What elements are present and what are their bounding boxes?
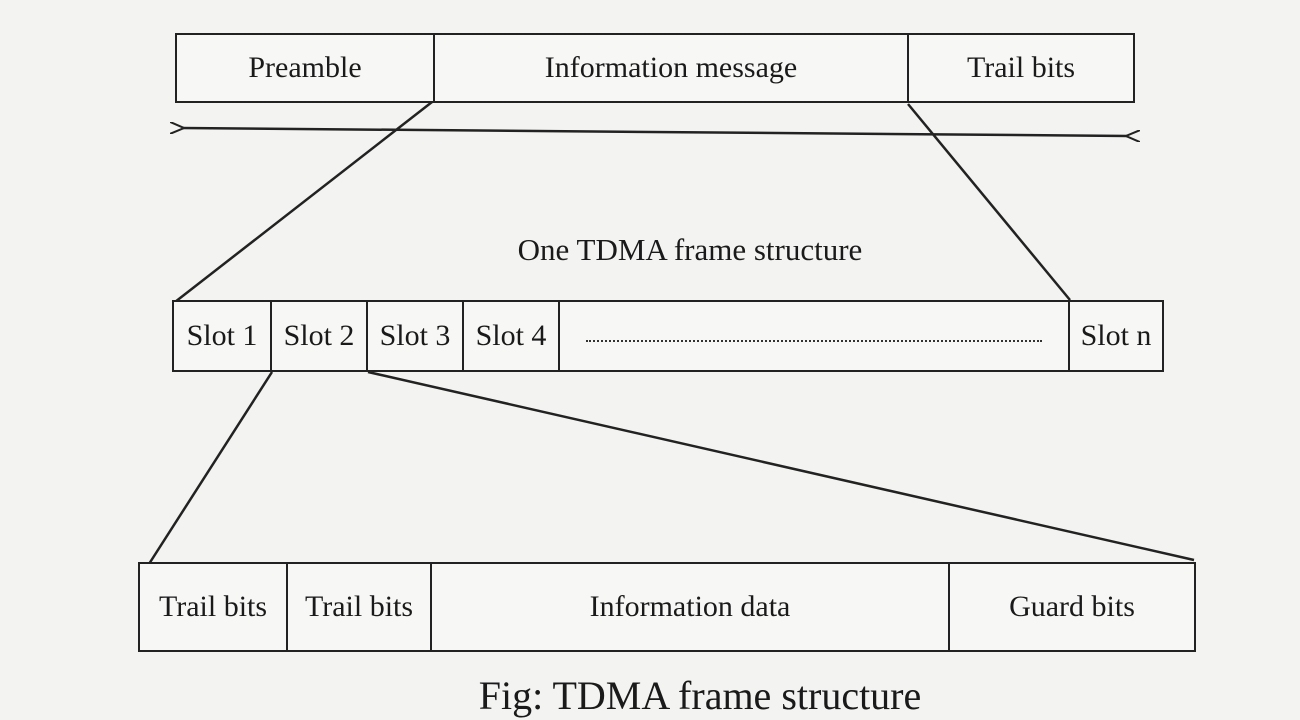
dotted-line xyxy=(586,338,1042,342)
information-data-cell: Information data xyxy=(432,564,950,650)
slot-cell: Slot n xyxy=(1080,319,1152,352)
trail-bits-cell: Trail bits xyxy=(140,564,288,650)
slot-cell: Slot 2 xyxy=(272,302,368,370)
trail-bits-cell: Trail bits xyxy=(966,51,1076,84)
information-message-cell: Information message xyxy=(435,35,909,101)
slot-ellipsis xyxy=(560,302,1070,370)
zoom-line-left xyxy=(174,101,433,303)
detail-line-right xyxy=(367,370,1195,562)
slot-cell: Slot 4 xyxy=(464,302,560,370)
top-frame: Preamble Information message Trail bits xyxy=(175,33,1135,103)
detail-line-left xyxy=(138,371,274,579)
slot-cell: Slot 3 xyxy=(368,302,464,370)
slot-cell: Slot 1 xyxy=(174,302,272,370)
zoom-line-right xyxy=(907,103,1071,301)
slot-row: Slot 1 Slot 2 Slot 3 Slot 4 Slot n xyxy=(172,300,1164,372)
guard-bits-cell: Guard bits xyxy=(1009,590,1135,623)
frame-structure-label: One TDMA frame structure xyxy=(517,232,863,267)
preamble-cell: Preamble xyxy=(177,35,435,101)
figure-caption: Fig: TDMA frame structure xyxy=(478,673,922,718)
slot-detail-row: Trail bits Trail bits Information data G… xyxy=(138,562,1196,652)
trail-bits-cell: Trail bits xyxy=(288,564,432,650)
span-arrow xyxy=(182,128,1128,136)
